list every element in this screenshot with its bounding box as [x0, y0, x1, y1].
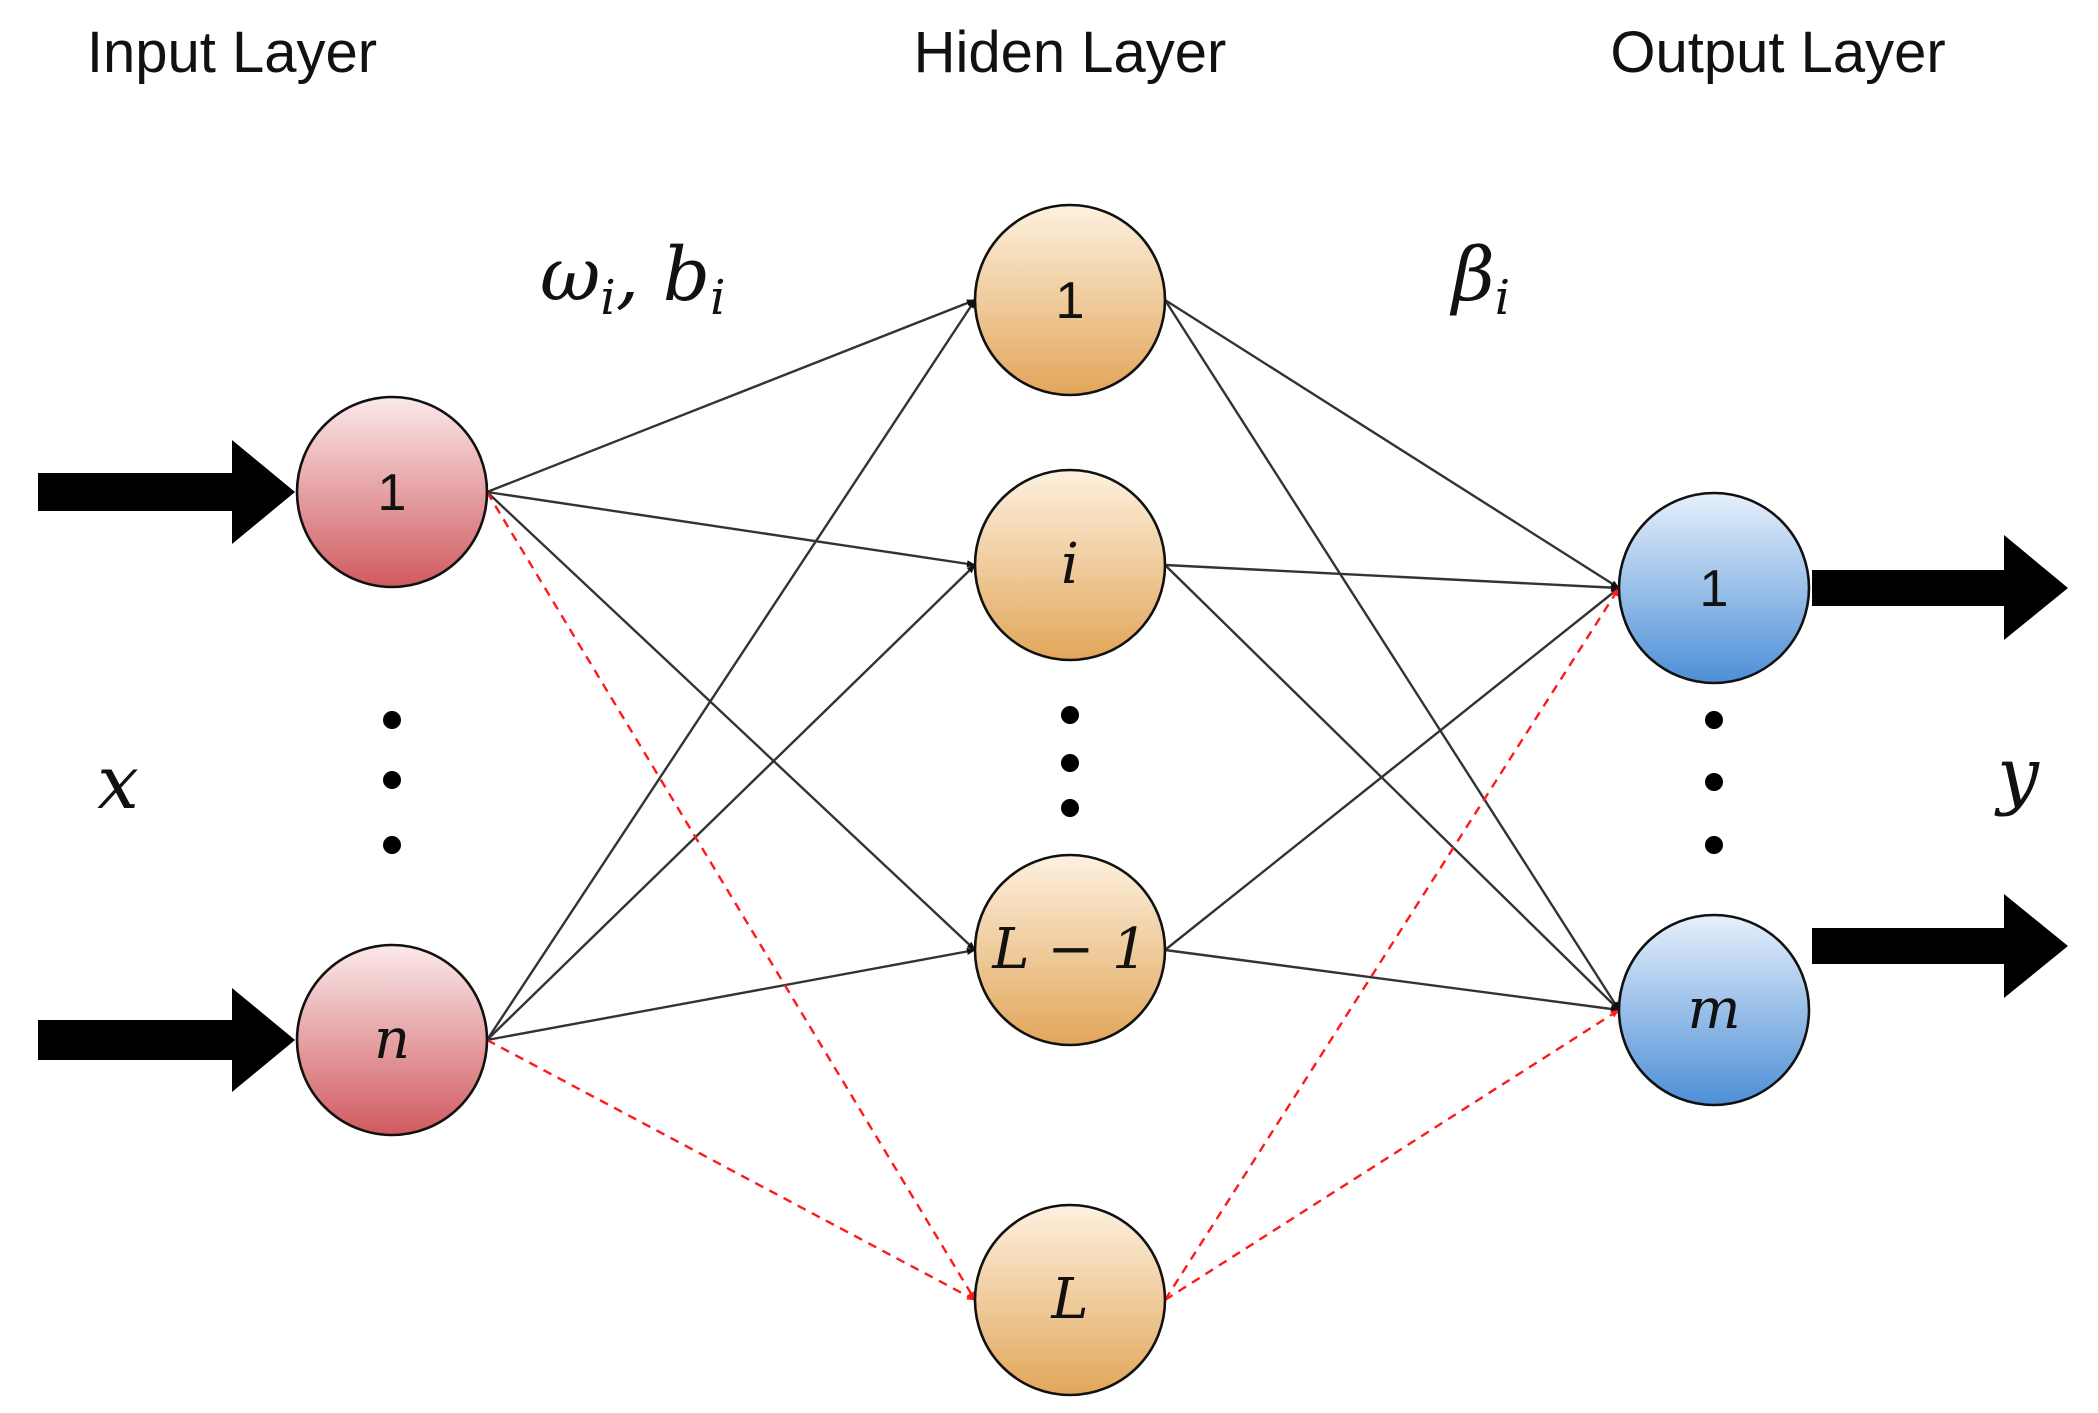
hidden-node-label: i: [1061, 532, 1079, 597]
edge-hidden-output: [1164, 563, 1620, 592]
edge-input-hidden-dashed: [485, 491, 977, 1301]
output-layer-label: Output Layer: [1610, 20, 1945, 85]
beta-label: βi: [1449, 232, 1510, 326]
output-node-label: m: [1687, 977, 1740, 1042]
output-arrow-m: [1812, 894, 2068, 998]
input-arrow-n: [38, 988, 295, 1092]
edge-input-hidden: [486, 564, 976, 1041]
edge-hidden-output: [1164, 948, 1620, 1013]
hidden-node-3: [973, 853, 1167, 1047]
edge-hidden-output: [1164, 587, 1620, 951]
input-node-label: 1: [378, 464, 407, 522]
hidden-ellipsis: [1061, 706, 1079, 817]
edge-input-hidden: [485, 299, 977, 1041]
hidden-node-4: [973, 1203, 1167, 1397]
edge-input-hidden: [486, 490, 976, 568]
input-layer-nodes: 1n: [295, 395, 489, 1137]
output-ellipsis: [1705, 711, 1723, 854]
input-node-2: [295, 943, 489, 1137]
input-ellipsis: [383, 711, 401, 854]
edge-input-hidden-dashed: [486, 1038, 976, 1302]
edge-input-hidden: [486, 298, 976, 494]
output-node-1: [1617, 491, 1811, 685]
input-layer-label: Input Layer: [87, 20, 377, 85]
output-arrow-1: [1812, 535, 2068, 640]
input-node-1: [295, 395, 489, 589]
edge-hidden-output-dashed: [1164, 1008, 1620, 1302]
hidden-node-label: 1: [1056, 272, 1085, 330]
hidden-node-label: L − 1: [991, 917, 1147, 982]
input-arrow-1: [38, 440, 295, 544]
output-layer-nodes: 1m: [1617, 491, 1811, 1107]
edge-hidden-output-dashed: [1163, 587, 1621, 1301]
hidden-layer-label: Hiden Layer: [914, 20, 1227, 85]
edge-hidden-output: [1163, 299, 1621, 1011]
edge-hidden-output: [1164, 564, 1620, 1011]
input-variable-x: x: [97, 740, 139, 826]
connection-lines: [485, 298, 1621, 1042]
hidden-node-label: L: [1050, 1267, 1088, 1332]
edge-hidden-output: [1164, 298, 1620, 590]
edge-input-hidden: [486, 947, 976, 1042]
edge-input-hidden: [486, 491, 976, 951]
hidden-layer-nodes: 1 i L − 1 L: [973, 203, 1167, 1397]
output-node-label: 1: [1700, 560, 1729, 618]
hidden-node-2: [973, 468, 1167, 662]
weights-bias-label: ωi, bi: [540, 232, 725, 326]
output-node-2: [1617, 913, 1811, 1107]
input-node-label: n: [374, 1007, 410, 1072]
output-variable-y: y: [1994, 732, 2040, 818]
bias-dashed-lines: [485, 491, 1621, 1302]
hidden-node-1: [973, 203, 1167, 397]
